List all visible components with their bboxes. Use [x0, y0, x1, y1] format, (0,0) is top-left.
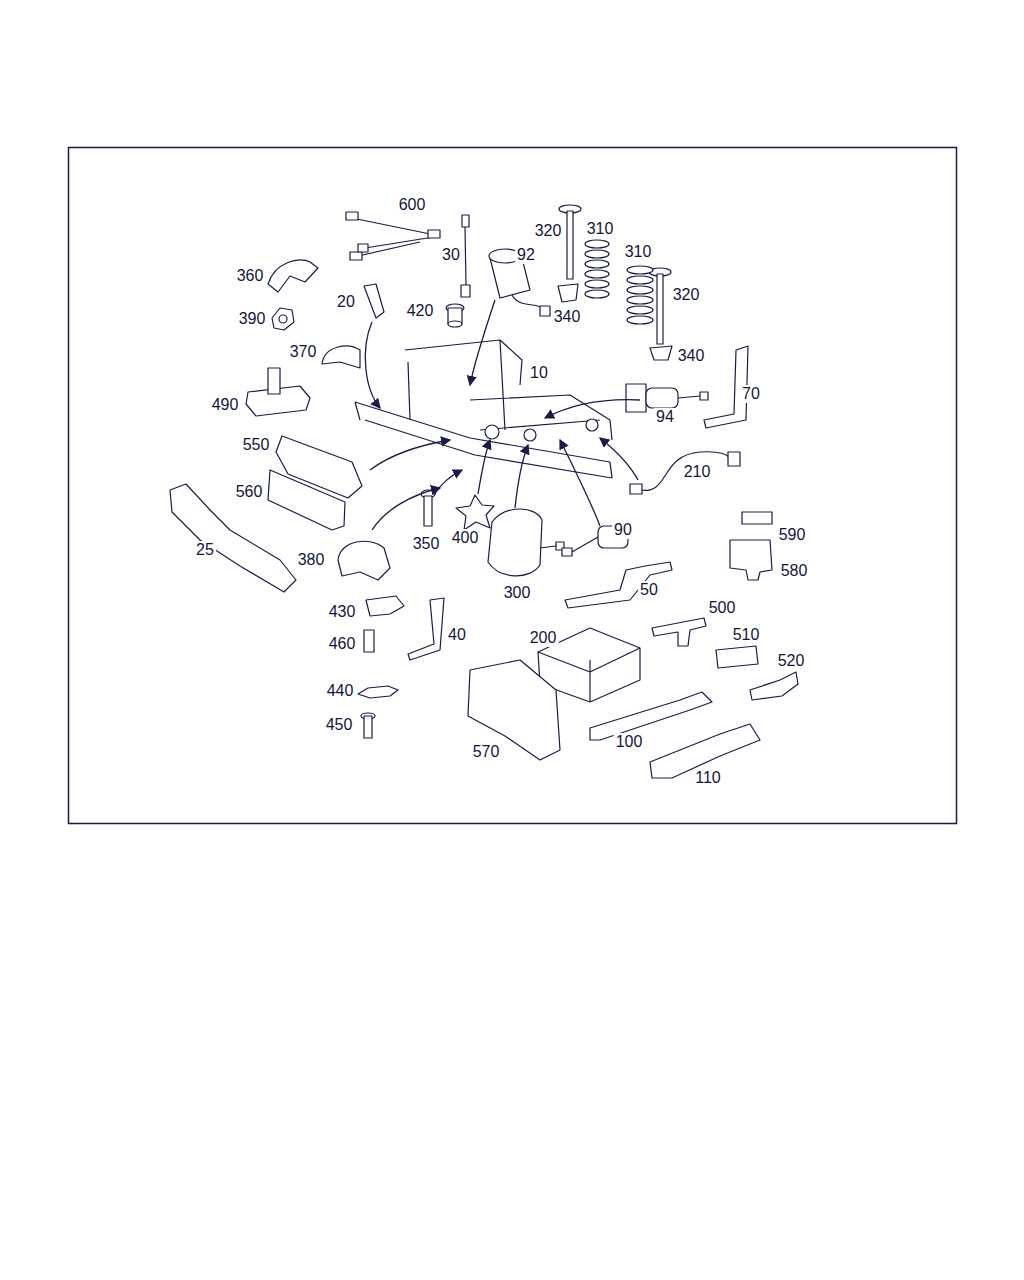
- callout-number: 10: [528, 364, 550, 382]
- callout-number: 300: [502, 584, 533, 602]
- callout-number: 600: [397, 196, 428, 214]
- callout-number: 100: [614, 733, 645, 751]
- callout-number: 450: [324, 716, 355, 734]
- frame-border: [69, 148, 957, 824]
- callout-number: 520: [776, 652, 807, 670]
- callout-number: 320: [671, 286, 702, 304]
- callout-number: 200: [528, 629, 559, 647]
- callout-number: 40: [446, 626, 468, 644]
- callout-number: 360: [235, 267, 266, 285]
- callout-number: 70: [740, 385, 762, 403]
- callout-number: 94: [654, 408, 676, 426]
- callout-number: 490: [210, 396, 241, 414]
- callout-number: 500: [707, 599, 738, 617]
- callout-number: 380: [296, 551, 327, 569]
- callout-number: 590: [777, 526, 808, 544]
- callout-number: 510: [731, 626, 762, 644]
- callout-number: 350: [411, 535, 442, 553]
- callout-number: 550: [241, 436, 272, 454]
- callout-number: 320: [533, 222, 564, 240]
- callout-number: 580: [779, 562, 810, 580]
- callout-number: 110: [693, 769, 723, 787]
- callout-number: 25: [194, 541, 216, 559]
- callout-number: 370: [288, 343, 319, 361]
- callout-number: 210: [682, 463, 713, 481]
- callout-number: 400: [450, 529, 481, 547]
- callout-number: 570: [471, 743, 502, 761]
- callout-number: 50: [638, 581, 660, 599]
- callout-number: 560: [234, 483, 265, 501]
- callout-number: 20: [335, 293, 357, 311]
- callout-number: 430: [327, 603, 358, 621]
- leader-arrows: [365, 300, 640, 530]
- part-sketches: [170, 205, 798, 778]
- callout-number: 92: [515, 246, 537, 264]
- callout-number: 310: [623, 243, 654, 261]
- callout-number: 340: [676, 347, 707, 365]
- callout-number: 390: [237, 310, 268, 328]
- callout-number: 340: [552, 308, 583, 326]
- callout-number: 460: [327, 635, 358, 653]
- callout-number: 30: [440, 246, 462, 264]
- callout-number: 440: [325, 682, 356, 700]
- callout-number: 310: [585, 220, 616, 238]
- callout-number: 420: [405, 302, 436, 320]
- callout-number: 90: [612, 521, 634, 539]
